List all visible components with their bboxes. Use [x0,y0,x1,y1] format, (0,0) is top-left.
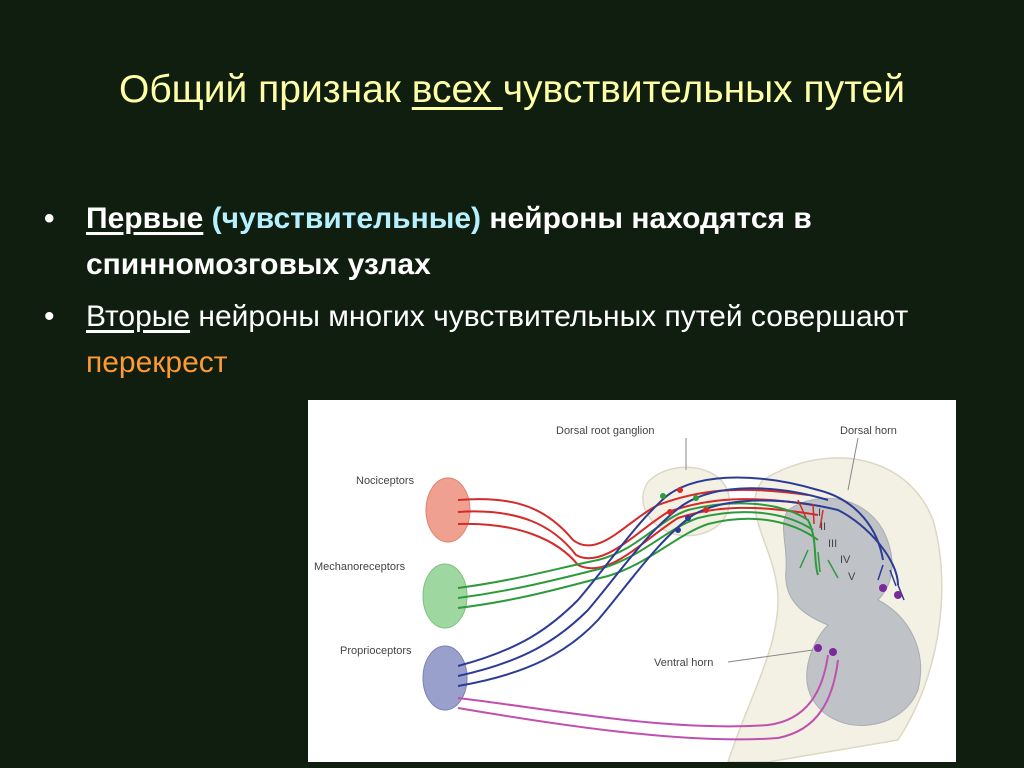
drg-cell-bodies [660,487,709,533]
second-order-cell [814,644,822,652]
label-lamina-ii: II [820,521,826,533]
bullet-term-second: Вторые [86,300,191,333]
leader-lines [685,437,859,663]
mechanoreceptor-organ [422,563,468,629]
label-proprioceptors: Proprioceptors [340,645,412,657]
label-lamina-iii: III [828,538,837,550]
second-order-cell [894,591,902,599]
label-dorsal-horn: Dorsal horn [840,425,897,437]
sensory-pathways-figure: Nociceptors Mechanoreceptors Propriocept… [308,400,956,762]
slide-title: Общий признак всех чувствительных путей [60,64,964,116]
proprioceptor-organ [422,645,468,711]
bullet-space [203,202,211,235]
bullet-marker: • [44,202,55,235]
drg [642,466,731,537]
second-order-cell [879,584,887,592]
nociceptor-organ [425,477,471,543]
label-nociceptors: Nociceptors [356,475,415,487]
label-lamina-v: V [848,571,856,583]
mechano-terminals [799,549,839,579]
crossing-fibers [457,654,839,741]
bullet-marker: • [44,300,55,333]
label-mechanoreceptors: Mechanoreceptors [314,561,406,573]
label-ventral-horn: Ventral horn [654,657,713,669]
sensory-pathways-diagram: Nociceptors Mechanoreceptors Propriocept… [314,425,943,762]
label-lamina-i: I [818,507,821,519]
noci-terminals [797,499,824,529]
bullet-term-sensory: (чувствительные) [211,202,482,235]
proprioceptor-fibers [457,476,899,687]
second-order-cell [829,648,837,656]
bullet-item-second-neurons: • Вторые нейроны многих чувствительных п… [40,294,1000,386]
bullet-list: • Первые (чувствительные) нейроны находя… [40,196,1000,392]
title-emphasis: всех [411,68,503,111]
bullet-term-first: Первые [86,202,204,235]
label-lamina-iv: IV [840,554,851,566]
bullet-term-crossing: перекрест [86,346,228,379]
title-part-2: чувствительных путей [502,68,906,111]
bullet-text-second: нейроны многих чувствительных путей сове… [190,300,909,333]
label-dorsal-root-ganglion: Dorsal root ganglion [556,425,654,437]
mechanoreceptor-fibers [457,502,819,609]
bullet-item-first-neurons: • Первые (чувствительные) нейроны находя… [40,196,1000,288]
bullet-text-first: нейроны находятся в спинномозговых узлах [86,202,812,281]
title-part-1: Общий признак [118,68,412,111]
